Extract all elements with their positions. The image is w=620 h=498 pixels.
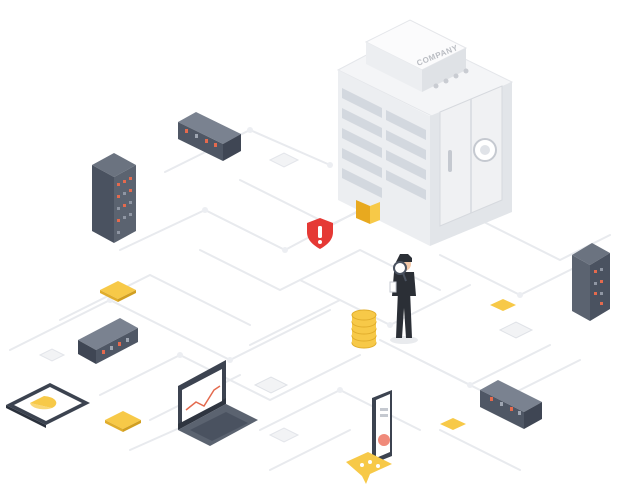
server-tower-icon: [572, 243, 610, 321]
tablet-pie-icon: [6, 383, 90, 428]
yellow-tile-icon: [490, 299, 516, 311]
shield-alert-icon: [307, 218, 333, 249]
vault-building-icon: COMPANY: [336, 19, 514, 246]
magnifier-person-icon: [389, 254, 418, 344]
server-tower-icon: [92, 153, 136, 243]
yellow-tile-icon: [440, 418, 466, 430]
smartphone-icon: [372, 390, 392, 464]
server-unit-icon: [78, 318, 138, 364]
circuit-chips: [38, 152, 534, 443]
server-unit-icon: [178, 112, 241, 161]
laptop-chart-icon: [178, 360, 258, 446]
server-unit-icon: [480, 380, 542, 429]
yellow-chip-icon: [105, 411, 141, 432]
chat-bubble-icon: [346, 452, 392, 484]
coin-stack-icon: [351, 309, 377, 349]
yellow-chip-icon: [100, 281, 136, 302]
